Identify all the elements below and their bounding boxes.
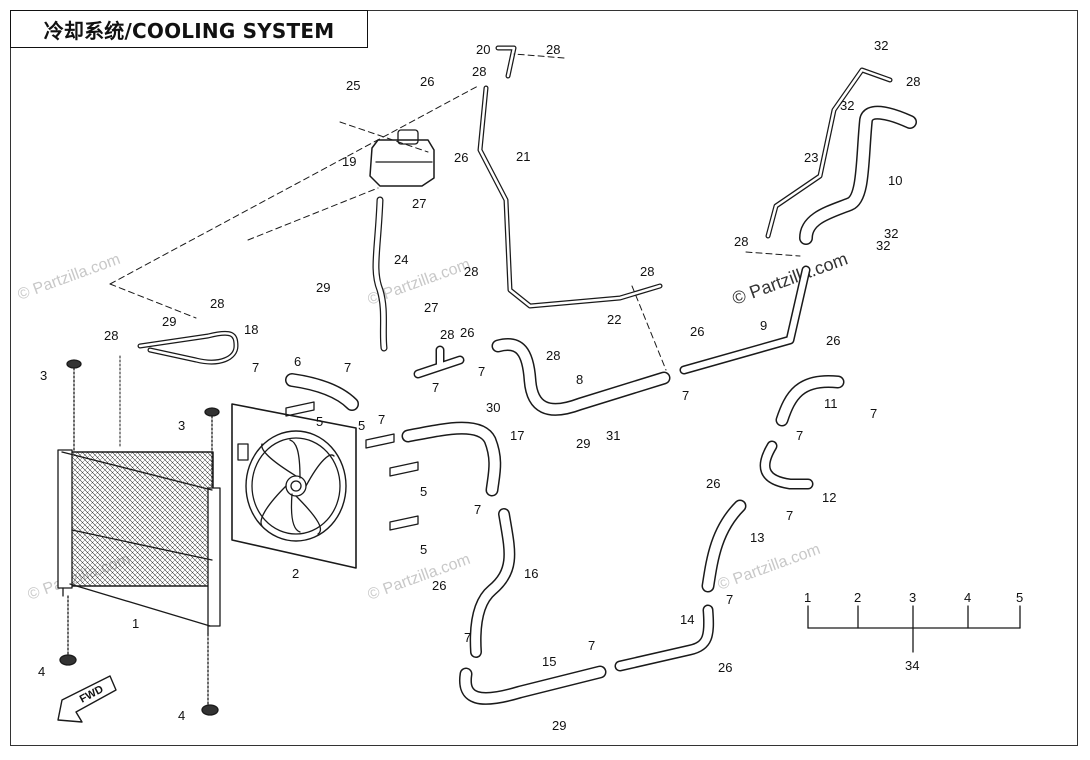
callout-label: 26 xyxy=(420,74,434,89)
callout-label: 18 xyxy=(244,322,258,337)
pipe-22-23 xyxy=(477,85,663,309)
callout-label: 7 xyxy=(588,638,595,653)
callout-label: 5 xyxy=(420,484,427,499)
watermark-text: © Partzilla.com xyxy=(366,551,473,604)
callout-label: 26 xyxy=(826,333,840,348)
callout-label: 10 xyxy=(888,173,902,188)
callout-label: 4 xyxy=(38,664,45,679)
callout-label: 26 xyxy=(460,325,474,340)
watermark-text: © Partzilla.com xyxy=(730,248,851,308)
callout-label: 17 xyxy=(510,428,524,443)
callout-label: 26 xyxy=(454,150,468,165)
expansion-tank xyxy=(369,129,435,187)
kit-member-label: 5 xyxy=(1016,590,1023,605)
callout-label: 32 xyxy=(840,98,854,113)
callout-label: 5 xyxy=(420,542,427,557)
callout-label: 8 xyxy=(576,372,583,387)
callout-label: 28 xyxy=(472,64,486,79)
callout-label: 13 xyxy=(750,530,764,545)
callout-label: 28 xyxy=(546,42,560,57)
callout-label: 27 xyxy=(412,196,426,211)
callout-label: 28 xyxy=(906,74,920,89)
callout-label: 7 xyxy=(474,502,481,517)
callout-label: 28 xyxy=(546,348,560,363)
kit-member-label: 3 xyxy=(909,590,916,605)
callout-label: 26 xyxy=(706,476,720,491)
callout-label: 16 xyxy=(524,566,538,581)
kit-number-label: 34 xyxy=(905,658,919,673)
watermark-text: © Partzilla.com xyxy=(16,251,123,304)
fan-brackets xyxy=(285,401,419,531)
kit-bracket xyxy=(807,605,1021,653)
callout-label: 7 xyxy=(786,508,793,523)
callout-label: 29 xyxy=(576,436,590,451)
callout-label: 28 xyxy=(440,327,454,342)
callout-label: 29 xyxy=(552,718,566,733)
callout-label: 27 xyxy=(424,300,438,315)
callout-label: 24 xyxy=(394,252,408,267)
diagram-title: 冷却系统/COOLING SYSTEM xyxy=(10,10,368,48)
callout-label: 29 xyxy=(162,314,176,329)
callout-label: 25 xyxy=(346,78,360,93)
fan-assembly xyxy=(231,403,357,569)
callout-label: 28 xyxy=(640,264,654,279)
callout-label: 7 xyxy=(870,406,877,421)
callout-label: 7 xyxy=(252,360,259,375)
callout-label: 9 xyxy=(760,318,767,333)
callout-label: 2 xyxy=(292,566,299,581)
callout-label: 7 xyxy=(464,630,471,645)
callout-label: 26 xyxy=(690,324,704,339)
callout-label: 28 xyxy=(210,296,224,311)
callout-label: 6 xyxy=(294,354,301,369)
callout-label: 7 xyxy=(726,592,733,607)
kit-member-label: 1 xyxy=(804,590,811,605)
callout-label: 7 xyxy=(344,360,351,375)
callout-label: 7 xyxy=(478,364,485,379)
callout-label: 5 xyxy=(358,418,365,433)
callout-label: 4 xyxy=(178,708,185,723)
callout-label: 5 xyxy=(316,414,323,429)
callout-label: 29 xyxy=(316,280,330,295)
kit-member-label: 2 xyxy=(854,590,861,605)
callout-label: 12 xyxy=(822,490,836,505)
mount-grommets xyxy=(59,359,220,716)
callout-label: 23 xyxy=(804,150,818,165)
callout-label: 28 xyxy=(734,234,748,249)
callout-label: 30 xyxy=(486,400,500,415)
callout-label: 31 xyxy=(606,428,620,443)
fwd-arrow xyxy=(57,675,117,723)
callout-label: 7 xyxy=(378,412,385,427)
kit-member-label: 4 xyxy=(964,590,971,605)
callout-label: 3 xyxy=(40,368,47,383)
callout-label: 28 xyxy=(104,328,118,343)
callout-label: 15 xyxy=(542,654,556,669)
watermark-text: © Partzilla.com xyxy=(716,541,823,594)
diagram-frame xyxy=(10,10,1078,746)
callout-label: 3 xyxy=(178,418,185,433)
callout-label: 32 xyxy=(884,226,898,241)
callout-label: 1 xyxy=(132,616,139,631)
callout-label: 19 xyxy=(342,154,356,169)
callout-label: 28 xyxy=(464,264,478,279)
callout-label: 20 xyxy=(476,42,490,57)
callout-label: 26 xyxy=(718,660,732,675)
callout-label: 11 xyxy=(824,396,838,411)
callout-label: 32 xyxy=(874,38,888,53)
callout-label: 7 xyxy=(796,428,803,443)
callout-label: 32 xyxy=(876,238,890,253)
callout-label: 7 xyxy=(432,380,439,395)
callout-label: 14 xyxy=(680,612,694,627)
callout-label: 21 xyxy=(516,149,530,164)
radiator xyxy=(57,449,221,635)
callout-label: 22 xyxy=(607,312,621,327)
callout-label: 26 xyxy=(432,578,446,593)
callout-label: 7 xyxy=(682,388,689,403)
